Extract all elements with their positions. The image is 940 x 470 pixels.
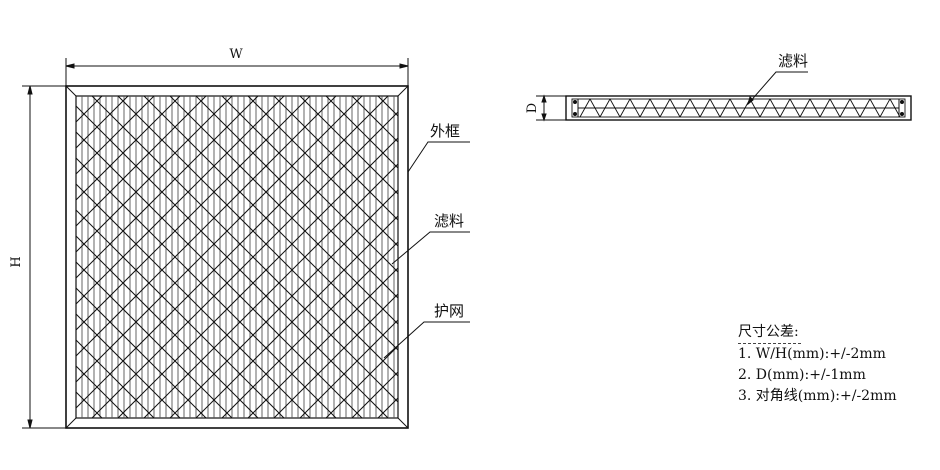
tolerance-title: 尺寸公差: xyxy=(738,322,801,344)
mesh-wire xyxy=(75,131,363,419)
arrow-top xyxy=(27,85,33,95)
depth-arrow-bottom xyxy=(541,113,547,122)
mesh-wire xyxy=(221,95,399,273)
filter-media-pleats xyxy=(81,96,395,418)
mesh-callout-label: 护网 xyxy=(434,302,464,320)
inner-frame xyxy=(75,95,399,419)
frame-callout-label: 外框 xyxy=(430,122,460,140)
mesh-wire xyxy=(75,95,181,201)
rivet-tl xyxy=(573,100,577,104)
frame-corner-tr xyxy=(397,85,409,97)
mesh-wire xyxy=(75,95,233,253)
mesh-wire xyxy=(377,95,399,117)
mesh-wire xyxy=(325,345,399,419)
mesh-wire xyxy=(75,95,103,123)
outer-frame xyxy=(65,85,409,429)
side-media-label: 滤料 xyxy=(778,52,808,70)
mesh-wire xyxy=(75,365,129,419)
media-leader-line xyxy=(391,231,470,265)
depth-label: D xyxy=(525,103,540,113)
mesh-wire xyxy=(325,95,399,169)
media-callout-label: 滤料 xyxy=(434,212,464,230)
mesh-wire xyxy=(75,95,363,383)
mesh-wire xyxy=(75,95,285,305)
mesh-wire xyxy=(273,293,399,419)
mesh-wire xyxy=(195,95,399,299)
mesh-wire xyxy=(75,339,155,419)
side-inner-frame xyxy=(571,98,906,118)
mesh-wire xyxy=(91,111,399,419)
mesh-wire xyxy=(273,95,399,221)
mesh-wire xyxy=(143,95,399,351)
side-view xyxy=(536,71,912,122)
side-media-leader-line xyxy=(747,71,808,105)
side-media-zigzag xyxy=(578,98,901,118)
front-view xyxy=(22,58,470,429)
mesh-wire xyxy=(75,209,285,419)
mesh-wire xyxy=(75,95,389,409)
mesh-wire xyxy=(247,95,399,247)
mesh-wire xyxy=(91,95,399,403)
mesh-wire xyxy=(75,95,155,175)
mesh-wire xyxy=(75,261,233,419)
mesh-wire xyxy=(75,95,259,279)
mesh-wire xyxy=(247,267,399,419)
side-media-leader-arrow xyxy=(747,96,754,106)
mesh-wire xyxy=(75,183,311,419)
frame-corner-bl xyxy=(65,417,77,429)
rivet-tr xyxy=(900,100,904,104)
frame-corner-br xyxy=(397,417,409,429)
mesh-wire xyxy=(377,397,399,419)
mesh-wire xyxy=(299,95,399,195)
arrow-left xyxy=(65,63,75,69)
height-label: H xyxy=(9,256,24,267)
mesh-wire xyxy=(75,95,129,149)
mesh-leader-line xyxy=(383,321,470,359)
mesh-wire xyxy=(143,163,399,419)
mesh-wire xyxy=(221,241,399,419)
mesh-wire xyxy=(75,95,337,357)
arrow-right xyxy=(399,63,409,69)
mesh-wire xyxy=(351,371,399,419)
tolerance-item-2: 2. D(mm):+/-1mm xyxy=(738,367,866,383)
frame-leader-line xyxy=(407,141,470,173)
mesh-wire xyxy=(75,95,311,331)
side-outer-frame xyxy=(565,95,912,121)
mesh-wire xyxy=(195,215,399,419)
mesh-wire xyxy=(169,189,399,419)
frame-corner-tl xyxy=(65,85,77,97)
mesh-wire xyxy=(75,391,103,419)
mesh-wire xyxy=(117,95,399,377)
depth-arrow-top xyxy=(541,94,547,103)
mesh-wire xyxy=(75,235,259,419)
mesh-wire xyxy=(75,95,207,227)
tolerance-item-3: 3. 对角线(mm):+/-2mm xyxy=(738,388,897,404)
rivet-bl xyxy=(573,112,577,116)
arrow-bottom xyxy=(27,419,33,429)
rivet-br xyxy=(900,112,904,116)
mesh-wire xyxy=(169,95,399,325)
mesh-wire xyxy=(351,95,399,143)
mesh-wire xyxy=(75,105,389,419)
mesh-wire xyxy=(299,319,399,419)
mesh-wire xyxy=(75,157,337,419)
mesh-wire xyxy=(75,313,181,419)
protective-mesh xyxy=(75,95,399,419)
mesh-wire xyxy=(75,287,207,419)
tolerance-notes: 尺寸公差: 1. W/H(mm):+/-2mm 2. D(mm):+/-1mm … xyxy=(738,322,897,407)
mesh-wire xyxy=(117,137,399,419)
tolerance-item-1: 1. W/H(mm):+/-2mm xyxy=(738,346,886,362)
width-label: W xyxy=(229,47,243,62)
